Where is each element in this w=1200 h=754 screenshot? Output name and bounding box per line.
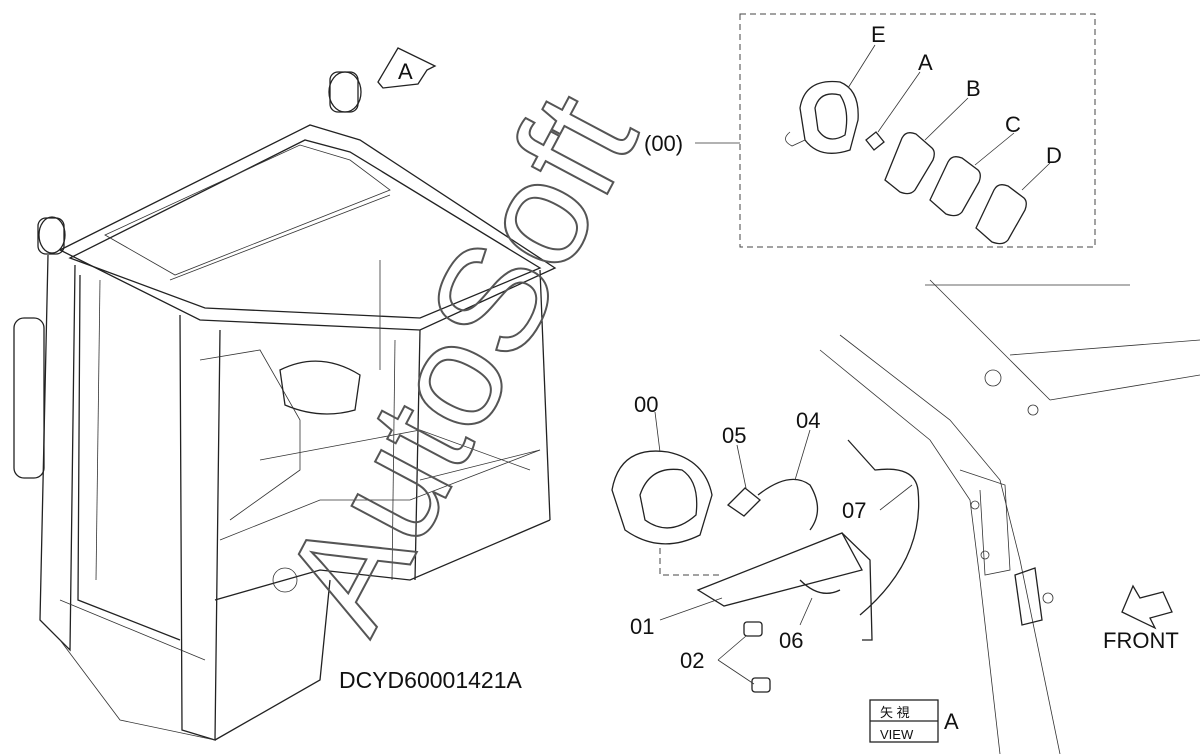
part-label-01: 01: [630, 614, 654, 639]
view-box-en: VIEW: [880, 727, 914, 742]
harness-07-icon: [847, 439, 920, 616]
mounting-detail: 00 05 04 07 01 02 06: [611, 279, 1200, 754]
view-box-jp: 矢 視: [880, 705, 910, 720]
gasket-icon: [884, 132, 935, 195]
part-label-07: 07: [842, 498, 866, 523]
work-lamp-icon: [611, 450, 713, 545]
part-label-00: 00: [634, 392, 658, 417]
part-label-02: 02: [680, 648, 704, 673]
kit-label-e: E: [871, 22, 886, 47]
part-label-04: 04: [796, 408, 820, 433]
view-arrow-a: A: [377, 47, 437, 89]
assembly-label: (00): [644, 131, 683, 156]
front-label: FRONT: [1103, 628, 1179, 653]
view-arrow-letter: A: [398, 59, 413, 84]
lamp-assembly-icon: [785, 80, 859, 154]
lens-icon: [929, 156, 981, 217]
kit-label-a: A: [918, 50, 933, 75]
kit-label-c: C: [1005, 112, 1021, 137]
rim-icon: [975, 184, 1027, 245]
kit-label-d: D: [1046, 143, 1062, 168]
kit-detail: (00) E A B C D: [644, 13, 1096, 248]
drawing-code: DCYD60001421A: [339, 667, 523, 693]
bracket-icon: [696, 532, 863, 607]
bulb-icon: [865, 131, 885, 151]
connector-icon: [726, 487, 761, 517]
harness-icon: [757, 478, 819, 531]
front-indicator: FRONT: [1103, 584, 1179, 653]
cab-drawing: [13, 71, 557, 741]
clip-icon: [799, 579, 841, 594]
part-label-06: 06: [779, 628, 803, 653]
view-box-letter: A: [944, 709, 959, 734]
kit-label-b: B: [966, 76, 981, 101]
view-box: 矢 視 VIEW A: [869, 699, 959, 743]
bolt-icon: [743, 621, 771, 693]
part-label-05: 05: [722, 423, 746, 448]
